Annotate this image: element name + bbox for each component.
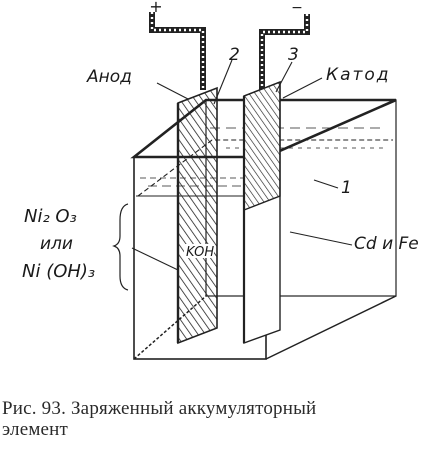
nickel-oxide-label: Ni₂ O₃ <box>24 206 77 227</box>
nickel-hydroxide-label: Ni (OH)₃ <box>22 261 95 282</box>
figure-caption: Рис. 93. Заряженный аккумуляторный элеме… <box>2 398 422 440</box>
anode-terminal <box>149 12 206 90</box>
cd-fe-label: Cd и Fe <box>354 234 419 254</box>
vessel-edge-bl <box>133 295 207 360</box>
number-1-label: 1 <box>341 178 352 198</box>
or-label: или <box>40 234 73 254</box>
cathode-plate <box>242 80 281 344</box>
leader-lines <box>131 59 353 271</box>
cathode-label: Катод <box>326 65 391 85</box>
anode-label: Анод <box>86 67 132 87</box>
minus-label: − <box>291 0 303 16</box>
caption-line-1: Рис. 93. Заряженный аккумуляторный <box>2 398 317 419</box>
anode-plate <box>176 86 218 345</box>
number-3-label: 3 <box>288 45 299 65</box>
plus-label: + <box>149 0 162 16</box>
vessel-edge-br <box>265 295 397 360</box>
vessel-back <box>205 99 397 297</box>
koh-label: KOH <box>186 245 214 260</box>
battery-cell-diagram: + − Анод Катод 2 3 1 KOH Cd и Fe Ni₂ O₃ … <box>22 0 419 360</box>
cathode-terminal <box>259 14 310 92</box>
caption-line-2: элемент <box>2 419 69 440</box>
left-brace <box>112 203 129 291</box>
number-2-label: 2 <box>229 45 240 65</box>
